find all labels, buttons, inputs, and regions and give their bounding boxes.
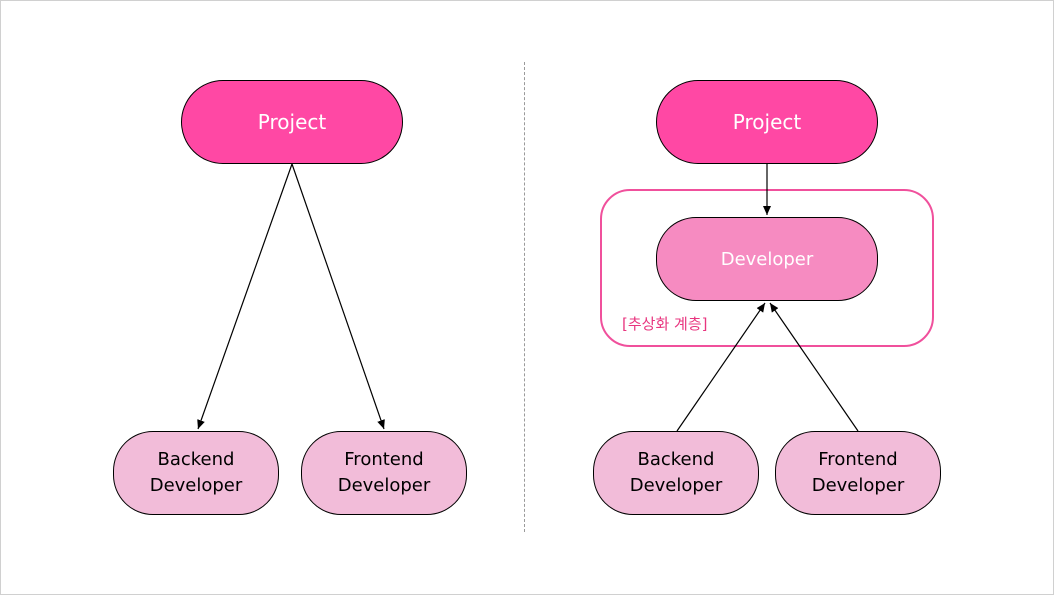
section-divider: [524, 62, 525, 532]
abstraction-layer-label: [추상화 계층]: [622, 315, 708, 333]
right-backend-label: Backend Developer: [629, 449, 723, 496]
right-frontend-label: Frontend Developer: [811, 449, 905, 496]
abstract-developer-node: Developer: [656, 217, 878, 301]
left-backend-label: Backend Developer: [149, 449, 243, 496]
left-project-label: Project: [257, 110, 327, 134]
left-backend-developer-node: Backend Developer: [113, 431, 279, 515]
abstract-developer-label: Developer: [720, 248, 814, 270]
right-frontend-developer-node: Frontend Developer: [775, 431, 941, 515]
right-backend-developer-node: Backend Developer: [593, 431, 759, 515]
left-frontend-developer-node: Frontend Developer: [301, 431, 467, 515]
left-frontend-label: Frontend Developer: [337, 449, 431, 496]
right-project-label: Project: [732, 110, 802, 134]
left-project-node: Project: [181, 80, 403, 164]
right-project-node: Project: [656, 80, 878, 164]
